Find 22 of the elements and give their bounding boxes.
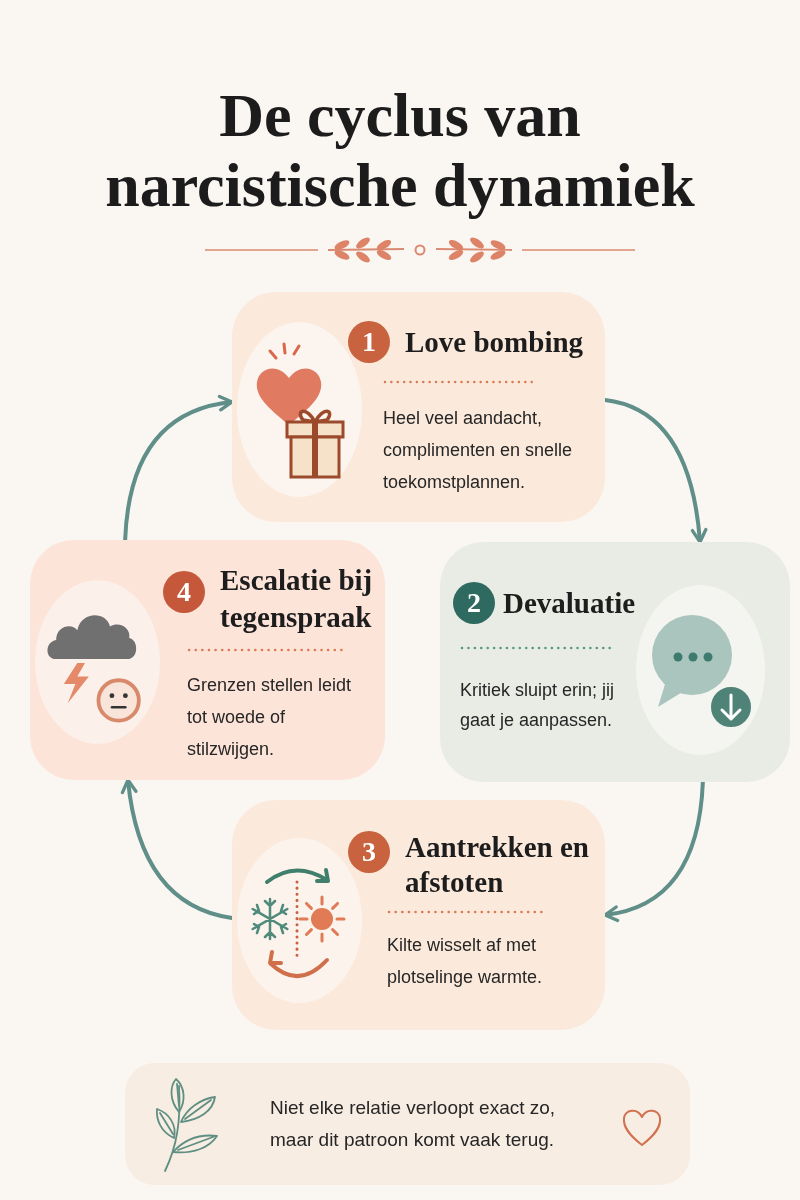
cycle-arrow [603, 780, 705, 922]
note-card [125, 1063, 690, 1185]
step-number: 3 [348, 831, 390, 873]
step-title: Aantrekken en afstoten [405, 830, 590, 900]
step-description: Kilte wisselt af met plotselinge warmte. [387, 934, 544, 989]
step-number: 2 [453, 582, 495, 624]
step-card [232, 800, 605, 1030]
step-card [30, 540, 385, 780]
note-text: Niet elke relatie verloopt exact zo, maar dit patroon komt vaak terug. [270, 1096, 557, 1152]
step-number: 1 [348, 321, 390, 363]
step-title: Escalatie bij tegenspraak [220, 563, 374, 635]
step-number: 4 [163, 571, 205, 613]
step-title: Love bombing [405, 325, 585, 360]
step-card [440, 542, 790, 782]
cycle-arrow [603, 398, 708, 544]
cycle-arrow [121, 778, 234, 920]
page-title: De cyclus van narcistische dynamiek [104, 80, 696, 220]
cycle-arrow [123, 395, 234, 542]
step-description: Grenzen stellen leidt tot woede of stilzwijgen. [187, 674, 353, 761]
step-card [232, 292, 605, 522]
step-description: Kritiek sluipt erin; jij gaat je aanpassen. [460, 679, 616, 732]
step-description: Heel veel aandacht, complimenten en snelle toekomstplannen. [383, 407, 574, 494]
